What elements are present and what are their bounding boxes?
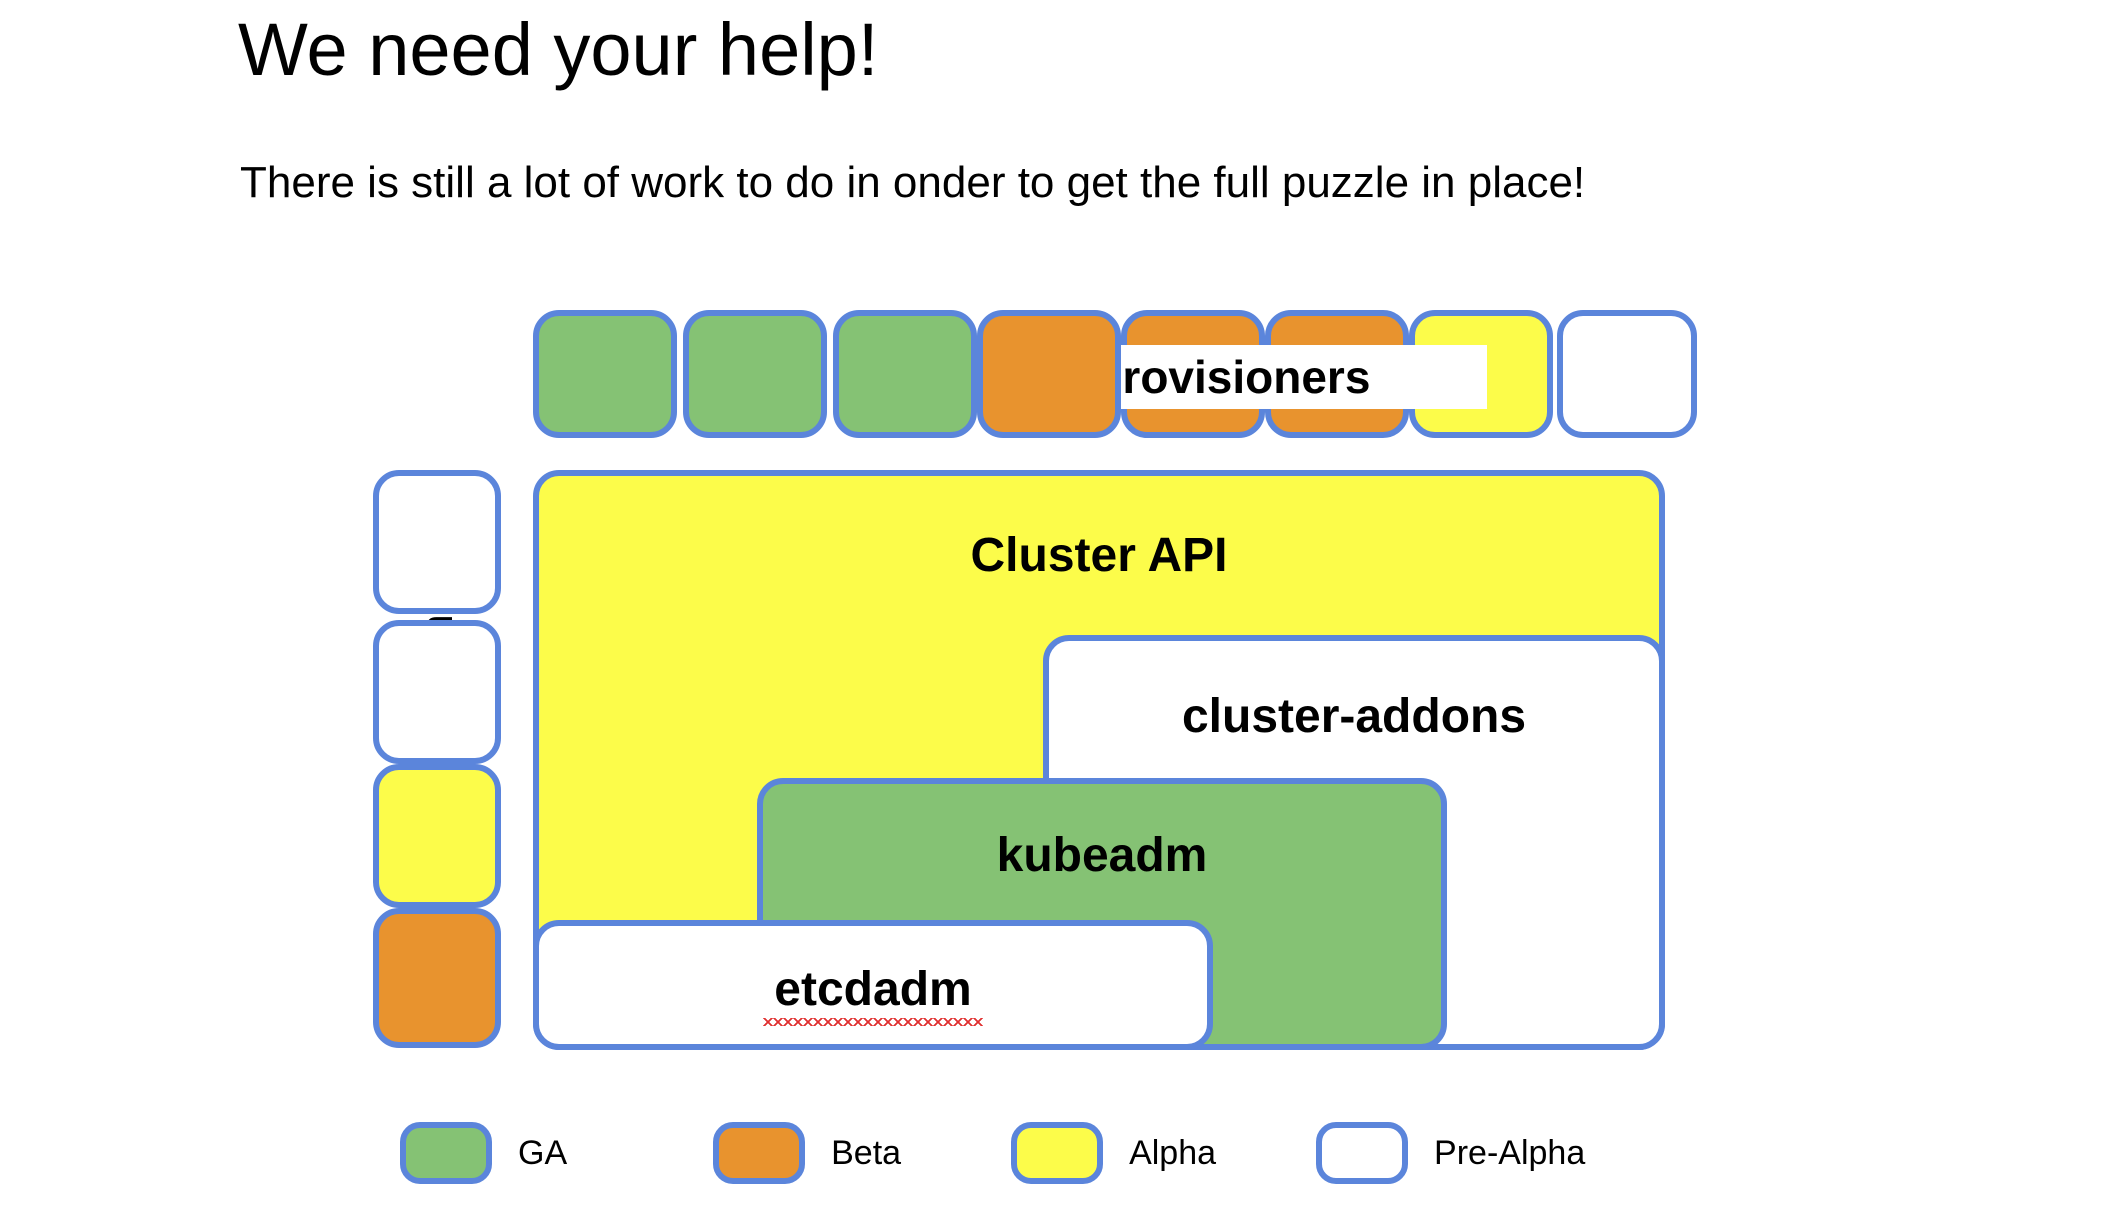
spellcheck-squiggle-icon [763,1018,983,1026]
kubeadm-label: kubeadm [763,832,1441,880]
provisioner-block-4[interactable] [977,310,1121,438]
legend-swatch-alpha [1011,1122,1103,1184]
component-config-block-2[interactable] [373,620,501,764]
legend-item-pre-alpha: Pre-Alpha [1316,1122,1585,1184]
legend-label-ga: GA [518,1136,567,1170]
legend-swatch-beta [713,1122,805,1184]
legend-item-alpha: Alpha [1011,1122,1216,1184]
legend-label-pre-alpha: Pre-Alpha [1434,1136,1585,1170]
legend-swatch-pre-alpha [1316,1122,1408,1184]
cluster-addons-label: cluster-addons [1049,693,1659,741]
provisioner-block-2[interactable] [683,310,827,438]
legend-label-alpha: Alpha [1129,1136,1216,1170]
component-config-block-1[interactable] [373,470,501,614]
provisioner-block-1[interactable] [533,310,677,438]
status-legend: GA Beta Alpha Pre-Alpha [400,1122,1585,1184]
legend-swatch-ga [400,1122,492,1184]
legend-item-ga: GA [400,1122,567,1184]
legend-label-beta: Beta [831,1136,901,1170]
component-config-block-4[interactable] [373,908,501,1048]
etcdadm-label: etcdadm [539,966,1207,1014]
legend-item-beta: Beta [713,1122,901,1184]
cluster-api-label: Cluster API [539,532,1659,580]
puzzle-box-etcdadm[interactable]: etcdadm [533,920,1213,1050]
component-config-block-3[interactable] [373,764,501,908]
provisioner-block-3[interactable] [833,310,977,438]
provisioner-block-8[interactable] [1557,310,1697,438]
